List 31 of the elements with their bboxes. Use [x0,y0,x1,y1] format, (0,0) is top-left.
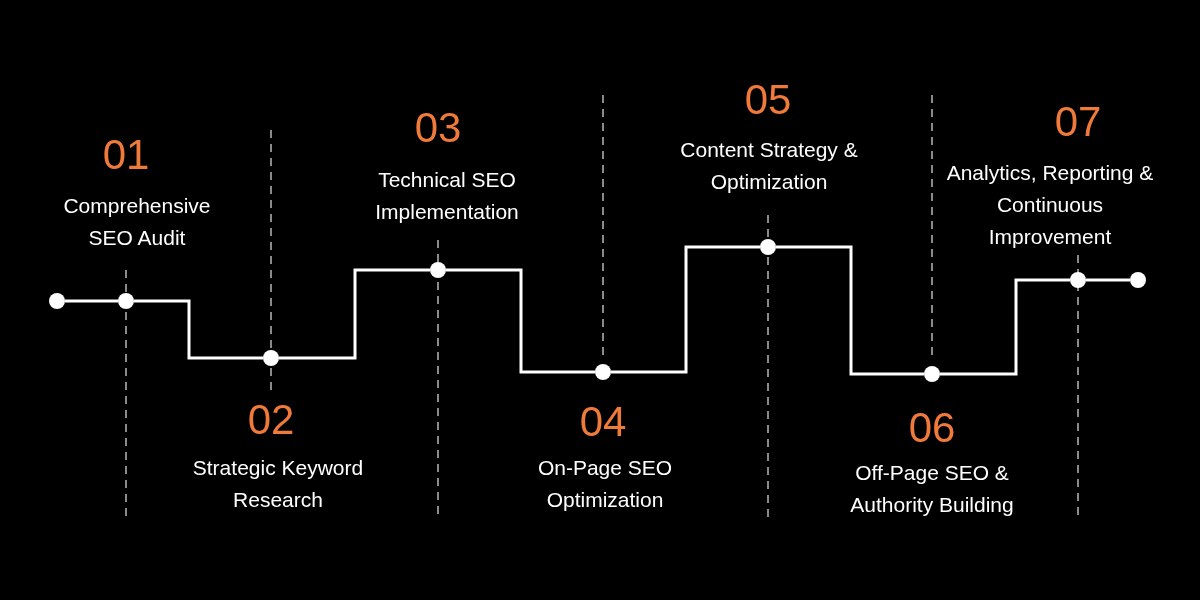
step-number: 04 [578,399,628,445]
step-number: 05 [743,77,793,123]
step-line [446,268,595,374]
step-number: 02 [246,397,296,443]
step-line [65,299,118,303]
step-title: Off-Page SEO & Authority Building [849,460,1015,518]
step-title: Content Strategy & Optimization [679,137,859,195]
step-line [134,299,263,360]
timeline-dot [1070,272,1086,288]
step-title: Analytics, Reporting & Continuous Improvement [945,160,1155,250]
step-title: Strategic Keyword Research [191,455,365,513]
step-title: Comprehensive SEO Audit [62,193,212,251]
step-number: 07 [1053,99,1103,145]
step-line [776,245,924,376]
timeline-dot [430,262,446,278]
timeline-dot [595,364,611,380]
timeline-dot [924,366,940,382]
step-number: 01 [101,132,151,178]
step-number: 06 [907,405,957,451]
step-line [940,278,1070,376]
step-title: Technical SEO Implementation [374,167,520,225]
step-line [279,268,430,360]
timeline-dot [1130,272,1146,288]
timeline-dot [49,293,65,309]
timeline-dot [118,293,134,309]
step-line [1086,278,1130,282]
timeline-dot [263,350,279,366]
step-line [611,245,760,374]
step-title: On-Page SEO Optimization [536,455,674,513]
step-number: 03 [413,105,463,151]
timeline-dot [760,239,776,255]
